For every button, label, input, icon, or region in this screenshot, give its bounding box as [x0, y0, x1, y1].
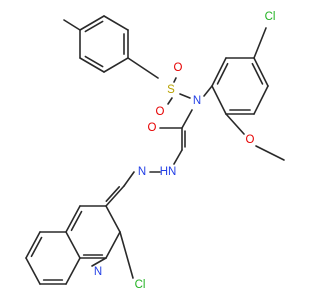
atom-label-o-methoxy: O: [246, 134, 255, 146]
atom-label-o-carbonyl: O: [148, 122, 157, 134]
bond-11: [173, 77, 177, 83]
bond-24: [253, 27, 267, 59]
bond-46: [25, 231, 41, 259]
bond-23: [211, 85, 227, 115]
bond-18: [253, 57, 269, 87]
bond-12: [167, 97, 173, 105]
bond-37: [105, 231, 121, 259]
bond-41: [70, 210, 83, 232]
molecule-drawing: Cl S N O O O O HN N N Cl: [25, 11, 285, 291]
bond-1: [79, 15, 105, 31]
atom-label-o-sulfonyl-bottom: O: [156, 106, 165, 118]
atom-label-cl-quinoline: Cl: [135, 279, 146, 291]
bond-0: [103, 15, 129, 31]
bond-20: [253, 85, 269, 115]
atom-label-n-sulfonamide: N: [193, 95, 201, 107]
bond-10: [127, 57, 159, 79]
bond-25: [225, 113, 245, 135]
bond-39: [65, 231, 81, 259]
bond-51: [65, 257, 81, 285]
bond-34: [105, 185, 125, 207]
bond-48: [25, 257, 41, 285]
atom-label-o-sulfonyl-top: O: [174, 62, 183, 74]
bond-40: [65, 205, 81, 233]
bond-4: [79, 57, 105, 73]
bond-6: [103, 57, 129, 73]
bond-9: [63, 19, 81, 31]
atom-label-s-sulfonyl: S: [167, 84, 175, 96]
bond-13: [179, 93, 191, 99]
bond-14: [203, 85, 213, 97]
bond-16: [216, 62, 229, 85]
bond-19: [251, 62, 264, 85]
bond-5: [84, 55, 104, 68]
bond-52: [119, 231, 134, 279]
bond-36: [105, 205, 121, 233]
atom-label-cl-aryl: Cl: [265, 11, 276, 23]
bond-layer: [25, 15, 285, 285]
bond-33: [123, 171, 135, 187]
bond-35: [105, 185, 121, 202]
structure-canvas: Cl S N O O O O HN N N Cl: [25, 11, 285, 291]
atom-label-layer: Cl S N O O O O HN N N Cl: [94, 11, 276, 291]
bond-15: [211, 57, 227, 87]
bond-47: [30, 236, 43, 258]
bond-26: [255, 145, 285, 161]
bond-31: [173, 149, 183, 165]
atom-label-n-imine: N: [138, 166, 146, 178]
bond-38: [91, 257, 107, 267]
bond-27: [181, 109, 193, 129]
atom-label-nh-hydrazide: HN: [160, 166, 177, 178]
atom-label-n-quinoline: N: [94, 266, 102, 278]
bond-2: [84, 20, 104, 33]
